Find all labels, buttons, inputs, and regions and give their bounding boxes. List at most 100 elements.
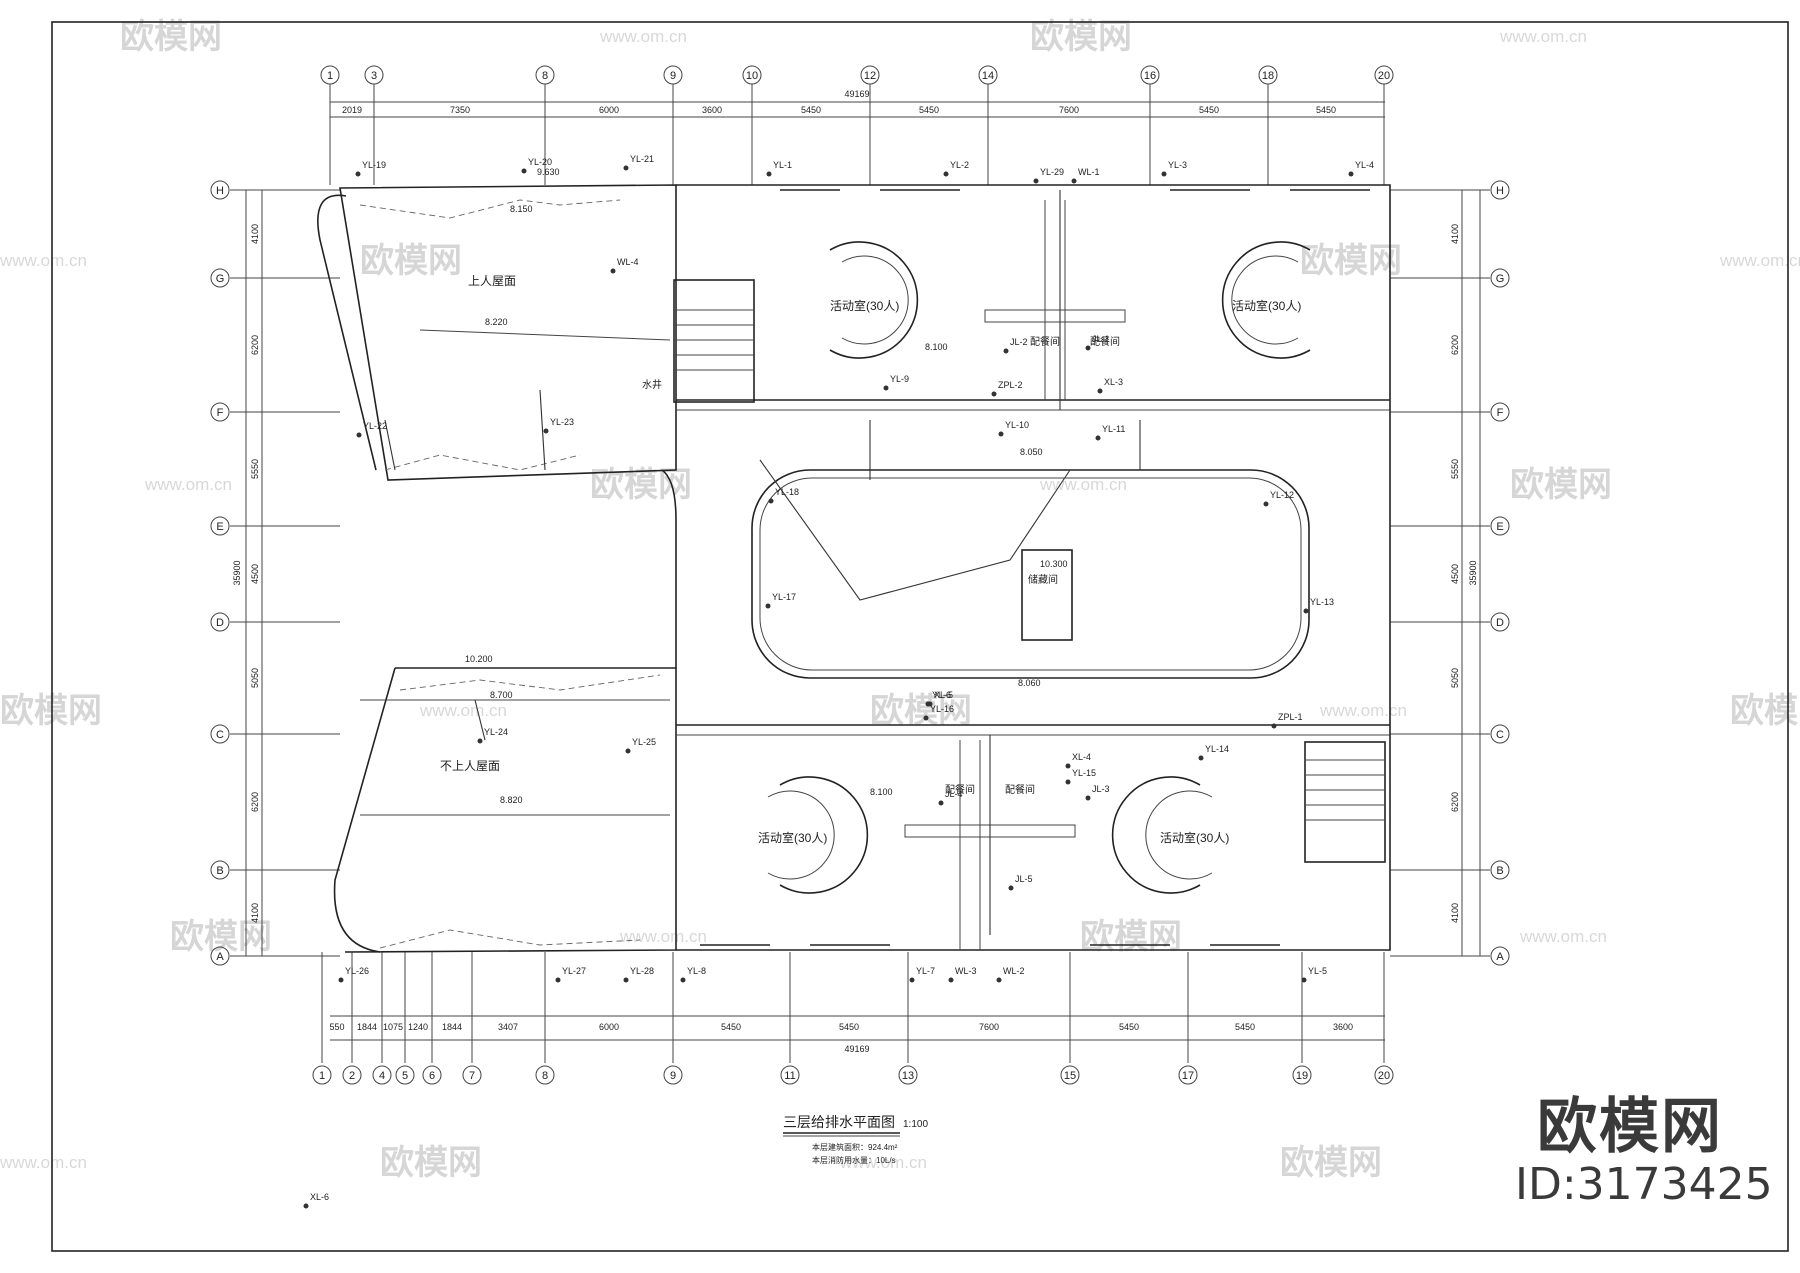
grid-label: 1 bbox=[319, 1070, 325, 1082]
dimension-value: 5550 bbox=[250, 459, 260, 479]
pipe-riser-label: YL-11 bbox=[1102, 424, 1125, 434]
dimension-value: 550 bbox=[329, 1022, 344, 1032]
pipe-riser-label: ZPL-1 bbox=[1278, 712, 1303, 722]
pipe-riser-label: YL-13 bbox=[1310, 597, 1334, 607]
pipe-riser-label: JL-5 bbox=[1015, 874, 1033, 884]
grid-label: B bbox=[216, 865, 223, 877]
pipe-riser-marker bbox=[927, 701, 933, 707]
watermark-logo: 欧模网 bbox=[0, 692, 102, 730]
pipe-riser-label: YL-2 bbox=[950, 160, 969, 170]
grid-bubble bbox=[663, 65, 683, 85]
pipe-riser-label: YL-28 bbox=[630, 966, 654, 976]
pipe-riser-label: JL-1 bbox=[1092, 334, 1110, 344]
pipe-riser-marker bbox=[1161, 171, 1167, 177]
grid-label: 5 bbox=[402, 1070, 408, 1082]
grid-bubble bbox=[1490, 612, 1510, 632]
room-label-pantry: 配餐间 bbox=[1030, 335, 1060, 348]
pipe-riser-marker bbox=[766, 171, 772, 177]
pipe-riser-marker bbox=[923, 715, 929, 721]
grid-label: 16 bbox=[1144, 70, 1156, 82]
dimension-value: 4500 bbox=[1450, 564, 1460, 584]
grid-bubble bbox=[1490, 402, 1510, 422]
brand-watermark: 欧模网 ID:3173425 bbox=[1515, 1078, 1773, 1210]
room-label-shaft: 水井 bbox=[642, 378, 662, 391]
pipe-riser-marker bbox=[555, 977, 561, 983]
pipe-riser-label: YL-15 bbox=[1072, 768, 1096, 778]
level-mark: 10.200 bbox=[465, 654, 493, 664]
grid-label: A bbox=[216, 951, 224, 963]
dimension-value: 1075 bbox=[383, 1022, 403, 1032]
room-label-activity: 活动室(30人) bbox=[1232, 298, 1301, 313]
building-walls bbox=[317, 184, 1391, 953]
grid-label: F bbox=[1497, 407, 1504, 419]
watermark-url: www.om.cn bbox=[839, 1153, 927, 1172]
dimension-value: 3600 bbox=[1333, 1022, 1353, 1032]
pipe-riser-marker bbox=[623, 977, 629, 983]
pipe-riser-marker bbox=[996, 977, 1002, 983]
pipe-riser-marker bbox=[477, 738, 483, 744]
pipe-riser-marker bbox=[543, 428, 549, 434]
pipe-riser-label: WL-3 bbox=[955, 966, 977, 976]
grid-label: 15 bbox=[1064, 1070, 1076, 1082]
grid-bubble bbox=[535, 1065, 555, 1085]
dimension-value: 7350 bbox=[450, 105, 470, 115]
dimension-value: 6200 bbox=[1450, 792, 1460, 812]
watermark-url: www.om.cn bbox=[1499, 27, 1587, 46]
pipe-riser-label: JL-4 bbox=[945, 789, 963, 799]
room-label-pantry: 配餐间 bbox=[1090, 335, 1120, 348]
drawing-scale: 1:100 bbox=[903, 1119, 928, 1130]
dimension-value: 5050 bbox=[250, 668, 260, 688]
dimension-value: 5550 bbox=[1450, 459, 1460, 479]
pipe-riser-marker bbox=[1071, 178, 1077, 184]
watermark-url: www.om.cn bbox=[0, 251, 87, 270]
drawing-title: 三层给排水平面图 bbox=[783, 1114, 895, 1130]
pipe-riser-marker bbox=[768, 498, 774, 504]
watermark-url: www.om.cn bbox=[419, 701, 507, 720]
pipe-riser-label: YL-10 bbox=[1005, 420, 1029, 430]
dimension-total: 35900 bbox=[1468, 560, 1478, 585]
grid-label: 20 bbox=[1378, 70, 1390, 82]
drawing-frame bbox=[51, 21, 1789, 1252]
dimension-value: 5450 bbox=[919, 105, 939, 115]
grid-label: 6 bbox=[429, 1070, 435, 1082]
level-mark: 10.300 bbox=[1040, 559, 1068, 569]
room-label-pantry: 配餐间 bbox=[945, 783, 975, 796]
pipe-riser-label: WL-2 bbox=[1003, 966, 1025, 976]
grid-label: 18 bbox=[1262, 70, 1274, 82]
pipe-riser-marker bbox=[338, 977, 344, 983]
pipe-riser-marker bbox=[943, 171, 949, 177]
pipe-riser-marker bbox=[1095, 435, 1101, 441]
pipe-riser-label: YL-17 bbox=[772, 592, 796, 602]
dimension-value: 6000 bbox=[599, 1022, 619, 1032]
grid-label: 11 bbox=[784, 1070, 795, 1082]
grid-bubble bbox=[1490, 516, 1510, 536]
pipe-riser-label: YL-25 bbox=[632, 737, 656, 747]
pipe-riser-label: YL-22 bbox=[363, 421, 387, 431]
grid-bubble bbox=[978, 65, 998, 85]
pipe-riser-label: YL-7 bbox=[916, 966, 935, 976]
grid-bubble bbox=[210, 724, 230, 744]
dimension-value: 4500 bbox=[250, 564, 260, 584]
grid-bubble bbox=[342, 1065, 362, 1085]
grid-label: 19 bbox=[1296, 1070, 1308, 1082]
grid-bubble bbox=[210, 268, 230, 288]
pipe-riser-marker bbox=[610, 268, 616, 274]
grid-label: 1 bbox=[327, 70, 333, 82]
dimension-value: 7600 bbox=[1059, 105, 1079, 115]
watermark-logo: 欧模网 bbox=[1510, 466, 1612, 504]
grid-bubble bbox=[1140, 65, 1160, 85]
pipe-riser-marker bbox=[909, 977, 915, 983]
grid-label: C bbox=[1496, 729, 1504, 741]
pipe-riser-label: JL-2 bbox=[1010, 337, 1028, 347]
grid-bubble bbox=[320, 65, 340, 85]
grid-bubble bbox=[1490, 268, 1510, 288]
grid-bubble bbox=[210, 402, 230, 422]
watermark-logo: 欧模网 bbox=[1300, 242, 1402, 280]
roof-label-accessible: 上人屋面 bbox=[468, 274, 516, 288]
pipe-riser-marker bbox=[998, 431, 1004, 437]
pipe-riser-label: YL-16 bbox=[930, 704, 954, 714]
grid-label: 20 bbox=[1378, 1070, 1390, 1082]
level-mark: 8.100 bbox=[870, 787, 893, 797]
